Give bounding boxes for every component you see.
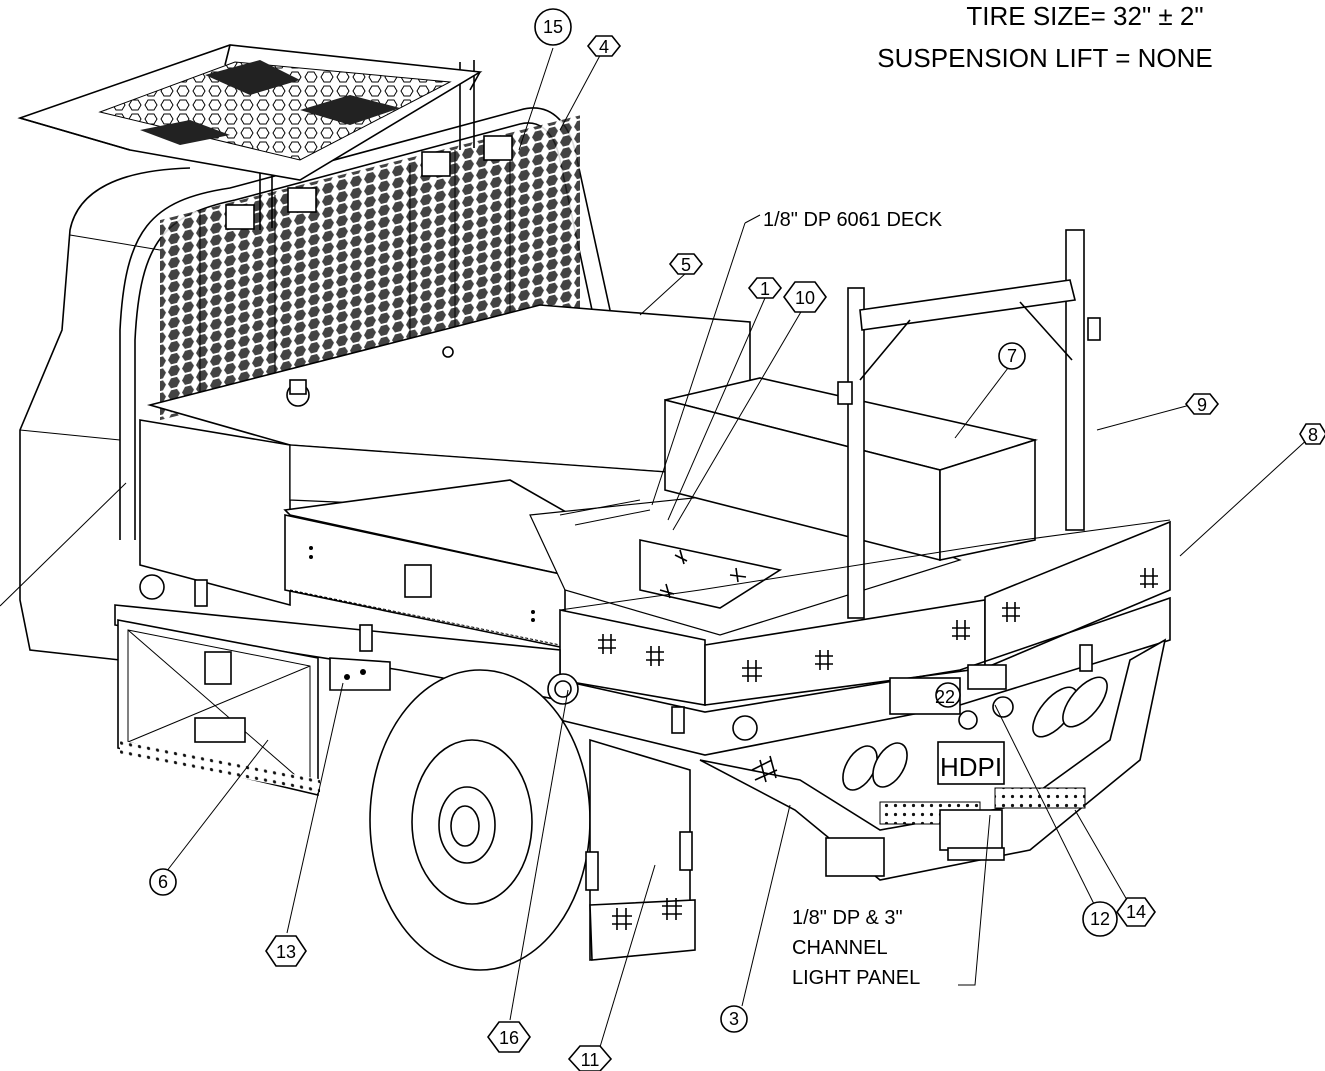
light-panel-note-line2: CHANNEL [792, 937, 888, 959]
balloon-14: 14 [1116, 897, 1156, 927]
balloon-9: 9 [1184, 393, 1220, 415]
rail-mesh-marks [598, 568, 1158, 682]
balloon-1: 1 [747, 277, 783, 299]
side-compartment [117, 619, 391, 797]
balloon-6: 6 [149, 868, 177, 896]
svg-text:7: 7 [1007, 346, 1017, 366]
balloon-3: 3 [720, 1005, 748, 1033]
cab-top-rack [17, 44, 483, 181]
balloon-7: 7 [998, 342, 1026, 370]
svg-text:9: 9 [1197, 395, 1207, 415]
tire-size-note: TIRE SIZE= 32" ± 2" [966, 1, 1203, 31]
bumper-plate-text: HDPI [940, 752, 1002, 782]
svg-text:6: 6 [158, 872, 168, 892]
svg-text:12: 12 [1090, 909, 1110, 929]
bed-rail [559, 519, 1171, 706]
suspension-lift-note: SUSPENSION LIFT = NONE [877, 43, 1212, 73]
leader-lines [0, 47, 1311, 1048]
balloon-11: 11 [567, 1045, 613, 1071]
balloon-13: 13 [265, 935, 307, 967]
svg-text:14: 14 [1126, 902, 1146, 922]
svg-text:4: 4 [599, 37, 609, 57]
wheel [369, 669, 591, 971]
balloon-15: 15 [534, 8, 572, 46]
light-panel-note-line1: 1/8" DP & 3" [792, 907, 903, 929]
frame-skirt [114, 574, 1171, 756]
deck-note: 1/8" DP 6061 DECK [763, 209, 943, 231]
svg-text:5: 5 [681, 255, 691, 275]
svg-text:11: 11 [581, 1050, 600, 1070]
svg-text:1: 1 [760, 279, 770, 299]
truck-cab-outline [19, 167, 191, 661]
mud-flap [585, 738, 696, 961]
balloon-4: 4 [586, 35, 622, 57]
ladder-rack [837, 229, 1101, 619]
balloon-5: 5 [668, 253, 704, 275]
balloon-8: 8 [1299, 423, 1325, 445]
rear-badge-text: 22 [935, 687, 955, 707]
light-panel-note-line3: LIGHT PANEL [792, 967, 920, 989]
svg-text:15: 15 [543, 17, 563, 37]
svg-text:10: 10 [795, 288, 815, 308]
balloon-10: 10 [783, 281, 827, 313]
balloon-12: 12 [1082, 901, 1118, 937]
svg-text:16: 16 [499, 1028, 519, 1048]
balloon-16: 16 [487, 1021, 531, 1053]
headache-rack [119, 60, 611, 540]
svg-text:13: 13 [276, 942, 296, 962]
svg-text:3: 3 [729, 1009, 739, 1029]
svg-text:8: 8 [1308, 425, 1318, 445]
